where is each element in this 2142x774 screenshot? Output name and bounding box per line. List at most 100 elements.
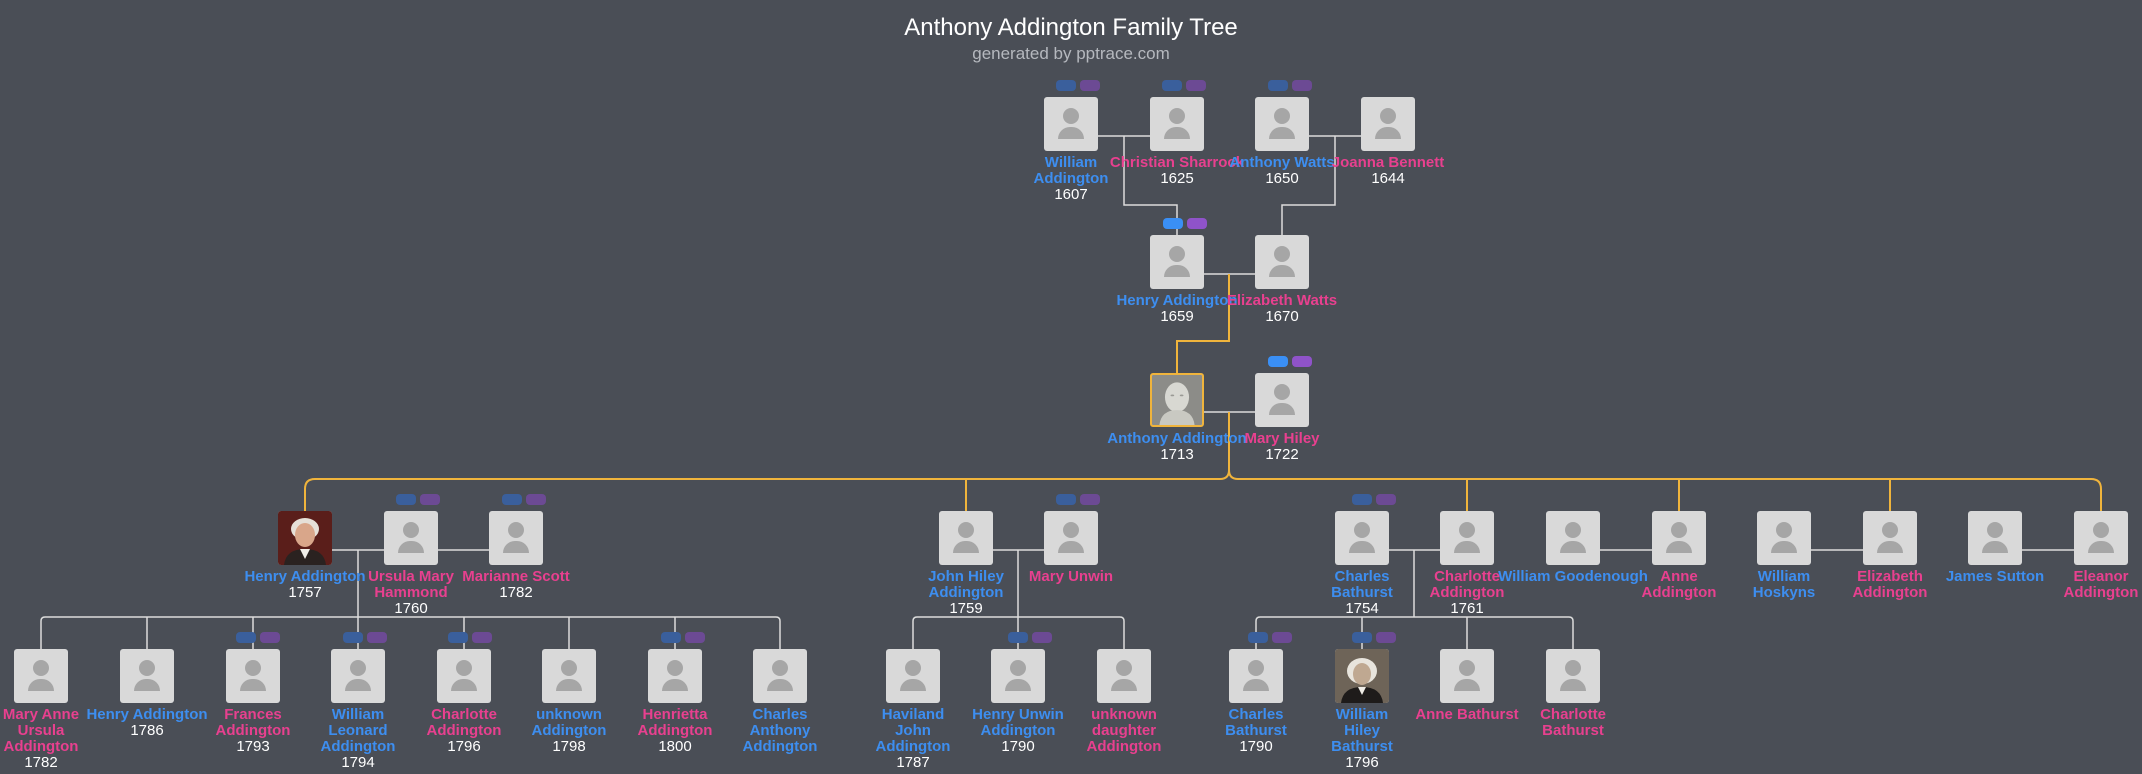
mother-badge-button[interactable]	[260, 632, 280, 643]
bust-photo[interactable]	[1150, 373, 1204, 427]
avatar[interactable]	[226, 649, 280, 703]
father-badge-button[interactable]	[448, 632, 468, 643]
mother-badge-button[interactable]	[1080, 494, 1100, 505]
person-name[interactable]: William Hoskyns	[1752, 568, 1816, 601]
avatar[interactable]	[1255, 97, 1309, 151]
mother-badge-button[interactable]	[1080, 80, 1100, 91]
avatar[interactable]	[14, 649, 68, 703]
person-name[interactable]: Haviland John Addington	[875, 706, 951, 755]
avatar[interactable]	[2074, 511, 2128, 565]
person-name[interactable]: unknown Addington	[531, 706, 607, 739]
person-name[interactable]: Charlotte Addington	[1429, 568, 1505, 601]
mother-badge-button[interactable]	[1032, 632, 1052, 643]
person-card-mary-unwin[interactable]: Mary Unwin	[991, 511, 1151, 585]
mother-badge-button[interactable]	[1376, 632, 1396, 643]
mother-badge-button[interactable]	[526, 494, 546, 505]
person-name[interactable]: Elizabeth Watts	[1226, 292, 1338, 309]
mother-badge-button[interactable]	[367, 632, 387, 643]
person-name[interactable]: Charles Anthony Addington	[742, 706, 818, 755]
avatar[interactable]	[1440, 649, 1494, 703]
person-name[interactable]: William Goodenough	[1498, 568, 1648, 585]
father-badge-button[interactable]	[502, 494, 522, 505]
person-name[interactable]: Eleanor Addington	[2063, 568, 2139, 601]
person-name[interactable]: Henry Addington	[86, 706, 208, 723]
person-name[interactable]: William Leonard Addington	[320, 706, 396, 755]
person-name[interactable]: Henry Addington	[244, 568, 366, 585]
avatar[interactable]	[1229, 649, 1283, 703]
father-badge-button[interactable]	[236, 632, 256, 643]
avatar[interactable]	[1255, 373, 1309, 427]
person-name[interactable]: William Hiley Bathurst	[1331, 706, 1393, 755]
person-card-william-goodenough[interactable]: William Goodenough	[1493, 511, 1653, 585]
person-name[interactable]: James Sutton	[1945, 568, 2045, 585]
person-card-eleanor-addington[interactable]: Eleanor Addington	[2021, 511, 2142, 601]
avatar[interactable]	[1968, 511, 2022, 565]
avatar[interactable]	[1335, 511, 1389, 565]
father-badge-button[interactable]	[396, 494, 416, 505]
mother-badge-button[interactable]	[420, 494, 440, 505]
mother-badge-button[interactable]	[1272, 632, 1292, 643]
avatar[interactable]	[1546, 649, 1600, 703]
person-name[interactable]: Anne Bathurst	[1415, 706, 1519, 723]
person-name[interactable]: unknown daughter Addington	[1086, 706, 1162, 755]
person-name[interactable]: Charles Bathurst	[1225, 706, 1287, 739]
person-name[interactable]: John Hiley Addington	[928, 568, 1004, 601]
person-card-charlotte-bathurst[interactable]: Charlotte Bathurst	[1493, 649, 1653, 739]
person-name[interactable]: Christian Sharrock	[1109, 154, 1245, 171]
mother-badge-button[interactable]	[472, 632, 492, 643]
portrait-photo[interactable]	[278, 511, 332, 565]
father-badge-button[interactable]	[1268, 356, 1288, 367]
father-badge-button[interactable]	[343, 632, 363, 643]
avatar[interactable]	[1255, 235, 1309, 289]
father-badge-button[interactable]	[1008, 632, 1028, 643]
person-name[interactable]: Marianne Scott	[462, 568, 570, 585]
person-name[interactable]: Henry Unwin Addington	[972, 706, 1064, 739]
person-card-unknown-daughter-addington[interactable]: unknown daughter Addington	[1044, 649, 1204, 755]
person-name[interactable]: Henrietta Addington	[637, 706, 713, 739]
avatar[interactable]	[542, 649, 596, 703]
avatar[interactable]	[753, 649, 807, 703]
person-name[interactable]: Ursula Mary Hammond	[368, 568, 454, 601]
avatar[interactable]	[648, 649, 702, 703]
avatar[interactable]	[1097, 649, 1151, 703]
person-card-anne-addington[interactable]: Anne Addington	[1599, 511, 1759, 601]
father-badge-button[interactable]	[1352, 494, 1372, 505]
person-name[interactable]: Anthony Watts	[1229, 154, 1335, 171]
person-name[interactable]: Mary Unwin	[1028, 568, 1114, 585]
mother-badge-button[interactable]	[685, 632, 705, 643]
person-name[interactable]: Mary Anne Ursula Addington	[2, 706, 80, 755]
avatar[interactable]	[120, 649, 174, 703]
person-card-anne-bathurst[interactable]: Anne Bathurst	[1387, 649, 1547, 723]
avatar[interactable]	[886, 649, 940, 703]
mother-badge-button[interactable]	[1292, 356, 1312, 367]
person-card-james-sutton[interactable]: James Sutton	[1915, 511, 2075, 585]
avatar[interactable]	[1150, 97, 1204, 151]
mother-badge-button[interactable]	[1186, 80, 1206, 91]
father-badge-button[interactable]	[1248, 632, 1268, 643]
avatar[interactable]	[1044, 97, 1098, 151]
father-badge-button[interactable]	[661, 632, 681, 643]
person-name[interactable]: Anne Addington	[1641, 568, 1717, 601]
avatar[interactable]	[1546, 511, 1600, 565]
person-name[interactable]: Charlotte Addington	[426, 706, 502, 739]
avatar[interactable]	[1652, 511, 1706, 565]
avatar[interactable]	[991, 649, 1045, 703]
